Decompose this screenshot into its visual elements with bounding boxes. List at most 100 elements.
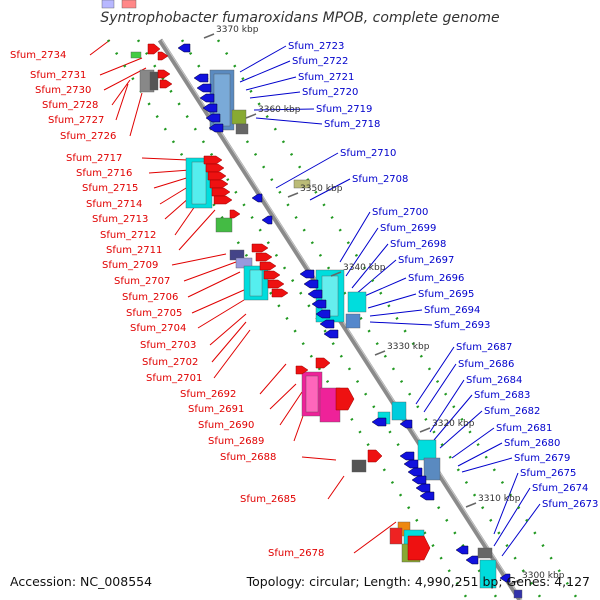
accession-text: Accession: NC_008554 xyxy=(10,574,153,589)
left-gene-label: Sfum_2714 xyxy=(86,199,142,210)
left-gene-label: Sfum_2728 xyxy=(42,100,98,111)
left-leader-line xyxy=(211,321,247,363)
left-leader-line xyxy=(191,289,245,314)
gene-arrow-forward xyxy=(229,209,241,219)
gene-arrow-reverse xyxy=(307,289,323,299)
left-leader-line xyxy=(141,157,189,161)
gene-box xyxy=(235,123,249,135)
kbp-tick xyxy=(287,192,299,198)
left-gene-label: Sfum_2701 xyxy=(146,373,202,384)
gene-arrow-reverse xyxy=(419,491,435,501)
right-leader-line xyxy=(457,442,503,467)
left-gene-label: Sfum_2706 xyxy=(122,292,178,303)
gene-arrow-forward xyxy=(147,43,161,55)
left-leader-line xyxy=(269,383,297,410)
right-leader-line xyxy=(423,363,457,413)
right-leader-line xyxy=(239,60,291,83)
gene-box xyxy=(389,527,403,545)
gene-arrow-forward xyxy=(259,261,277,271)
right-leader-line xyxy=(433,394,473,441)
left-gene-label: Sfum_2685 xyxy=(240,494,296,505)
gene-box xyxy=(215,217,233,233)
gene-box xyxy=(417,439,437,461)
gene-box xyxy=(351,459,367,473)
gene-arrow-forward xyxy=(207,171,227,181)
kbp-tick xyxy=(330,271,342,277)
kbp-tick xyxy=(245,113,257,119)
right-gene-label: Sfum_2721 xyxy=(298,72,354,83)
gene-arrow-forward xyxy=(335,387,355,411)
left-gene-label: Sfum_2712 xyxy=(100,230,156,241)
right-leader-line xyxy=(355,259,397,295)
gene-arrow-reverse xyxy=(407,467,423,477)
right-leader-line xyxy=(309,178,351,201)
gene-box xyxy=(231,109,247,125)
right-gene-label: Sfum_2680 xyxy=(504,438,560,449)
right-gene-label: Sfum_2675 xyxy=(520,468,576,479)
gene-arrow-forward xyxy=(315,357,331,369)
left-gene-label: Sfum_2731 xyxy=(30,70,86,81)
right-gene-label: Sfum_2686 xyxy=(458,359,514,370)
right-leader-line xyxy=(239,45,287,73)
right-gene-label: Sfum_2710 xyxy=(340,148,396,159)
gene-arrow-reverse xyxy=(177,43,191,53)
right-leader-line xyxy=(493,487,531,547)
right-gene-label: Sfum_2718 xyxy=(324,119,380,130)
right-leader-line xyxy=(439,410,483,449)
left-gene-label: Sfum_2713 xyxy=(92,214,148,225)
gene-box xyxy=(345,313,361,329)
right-leader-line xyxy=(415,346,455,405)
gene-arrow-reverse xyxy=(465,555,479,565)
gene-arrow-forward xyxy=(255,252,273,262)
right-gene-label: Sfum_2699 xyxy=(380,223,436,234)
gene-arrow-reverse xyxy=(311,299,327,309)
left-gene-label: Sfum_2734 xyxy=(10,50,66,61)
gene-box xyxy=(293,179,311,189)
gene-features xyxy=(101,0,523,599)
gene-arrow-reverse xyxy=(455,545,469,555)
right-gene-label: Sfum_2682 xyxy=(484,406,540,417)
left-gene-label: Sfum_2707 xyxy=(114,276,170,287)
left-leader-line xyxy=(171,253,227,266)
kbp-tick xyxy=(203,33,215,39)
gene-arrow-forward xyxy=(203,155,223,165)
gene-arrow-forward xyxy=(209,179,229,189)
kbp-tick xyxy=(465,502,477,508)
gene-arrow-reverse xyxy=(299,269,315,279)
gene-arrow-reverse xyxy=(199,93,215,103)
left-leader-line xyxy=(353,521,397,554)
left-gene-label: Sfum_2690 xyxy=(198,420,254,431)
kbp-label: 3340 kbp xyxy=(343,263,386,273)
topology-text: Topology: circular; Length: 4,990,251 bp… xyxy=(246,574,590,589)
right-gene-label: Sfum_2708 xyxy=(352,174,408,185)
gene-box xyxy=(391,401,407,421)
left-gene-label: Sfum_2691 xyxy=(188,404,244,415)
kbp-tick xyxy=(509,579,521,585)
gene-arrow-reverse xyxy=(319,319,335,329)
left-gene-label: Sfum_2704 xyxy=(130,323,186,334)
gene-arrow-reverse xyxy=(399,419,413,429)
gene-arrow-reverse xyxy=(196,83,212,93)
right-gene-label: Sfum_2720 xyxy=(302,87,358,98)
left-leader-line xyxy=(301,456,337,461)
right-gene-label: Sfum_2698 xyxy=(390,239,446,250)
gene-arrow-reverse xyxy=(251,193,263,203)
left-leader-line xyxy=(213,329,251,379)
left-leader-line xyxy=(327,475,345,500)
left-gene-label: Sfum_2709 xyxy=(102,260,158,271)
left-gene-label: Sfum_2716 xyxy=(76,168,132,179)
left-gene-label: Sfum_2715 xyxy=(82,183,138,194)
kbp-tick xyxy=(374,350,386,356)
gene-arrow-reverse xyxy=(193,73,209,83)
left-gene-label: Sfum_2678 xyxy=(268,548,324,559)
left-leader-line xyxy=(129,92,143,137)
gene-arrow-forward xyxy=(159,79,173,89)
gene-box xyxy=(477,547,493,559)
right-leader-line xyxy=(345,227,379,277)
label-leader-lines xyxy=(89,39,541,557)
gene-arrow-forward xyxy=(157,69,171,79)
left-leader-line xyxy=(197,299,245,329)
kbp-label: 3320 kbp xyxy=(432,419,475,429)
